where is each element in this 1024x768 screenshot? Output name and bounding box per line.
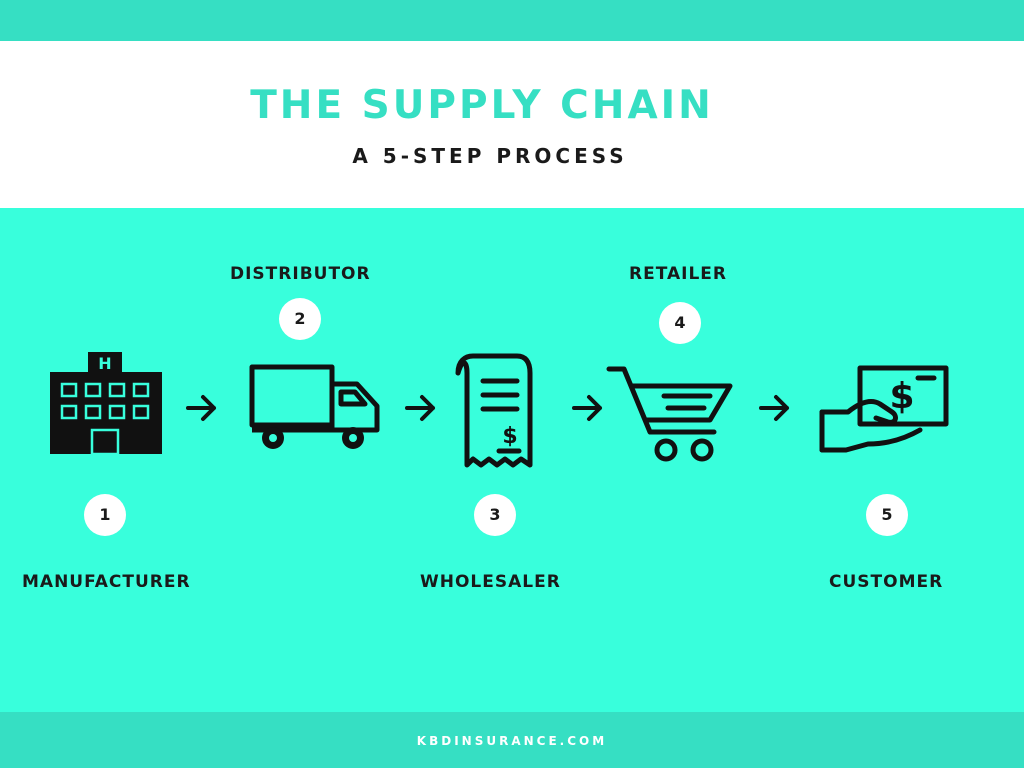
arrow-right-icon-3 <box>572 395 602 421</box>
step-label-customer: CUSTOMER <box>829 572 944 592</box>
footer-bar <box>0 712 1024 768</box>
step-badge-2: 2 <box>279 298 321 340</box>
step-badge-3: 3 <box>474 494 516 536</box>
svg-text:H: H <box>98 354 111 373</box>
factory-icon: H <box>50 352 162 454</box>
delivery-truck-icon <box>249 364 380 449</box>
shopping-cart-icon <box>606 366 733 462</box>
footer-website: KBDINSURANCE.COM <box>416 734 608 748</box>
svg-text:$: $ <box>889 376 914 417</box>
page-title: THE SUPPLY CHAIN <box>250 83 714 128</box>
step-label-wholesaler: WHOLESALER <box>420 572 561 592</box>
arrow-right-icon-1 <box>186 395 216 421</box>
page-subtitle: A 5-STEP PROCESS <box>352 144 628 168</box>
step-badge-5: 5 <box>866 494 908 536</box>
step-label-distributor: DISTRIBUTOR <box>230 264 371 284</box>
step-label-manufacturer: MANUFACTURER <box>22 572 191 592</box>
header-panel <box>0 41 1024 208</box>
step-badge-4: 4 <box>659 302 701 344</box>
receipt-icon: $ <box>455 353 533 468</box>
arrow-right-icon-2 <box>405 395 435 421</box>
step-label-retailer: RETAILER <box>629 264 727 284</box>
hand-payment-icon: $ <box>819 365 949 453</box>
step-badge-1: 1 <box>84 494 126 536</box>
diagram-panel <box>0 208 1024 712</box>
arrow-right-icon-4 <box>759 395 789 421</box>
top-accent-bar <box>0 0 1024 41</box>
svg-text:$: $ <box>502 424 517 449</box>
